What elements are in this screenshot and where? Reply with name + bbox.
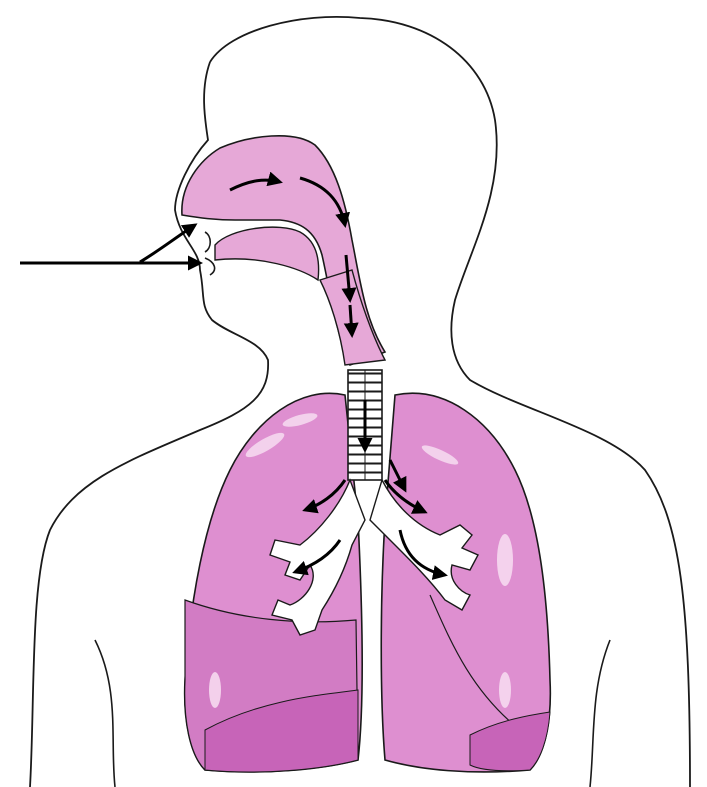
larynx (320, 270, 385, 365)
larynx-arrow-icon (350, 305, 352, 335)
tongue (215, 227, 319, 280)
right-lung (381, 393, 550, 772)
lips (205, 232, 215, 275)
nose-arrow-icon (140, 225, 195, 262)
left-arm-line (95, 640, 115, 787)
right-arm-line (590, 640, 610, 787)
